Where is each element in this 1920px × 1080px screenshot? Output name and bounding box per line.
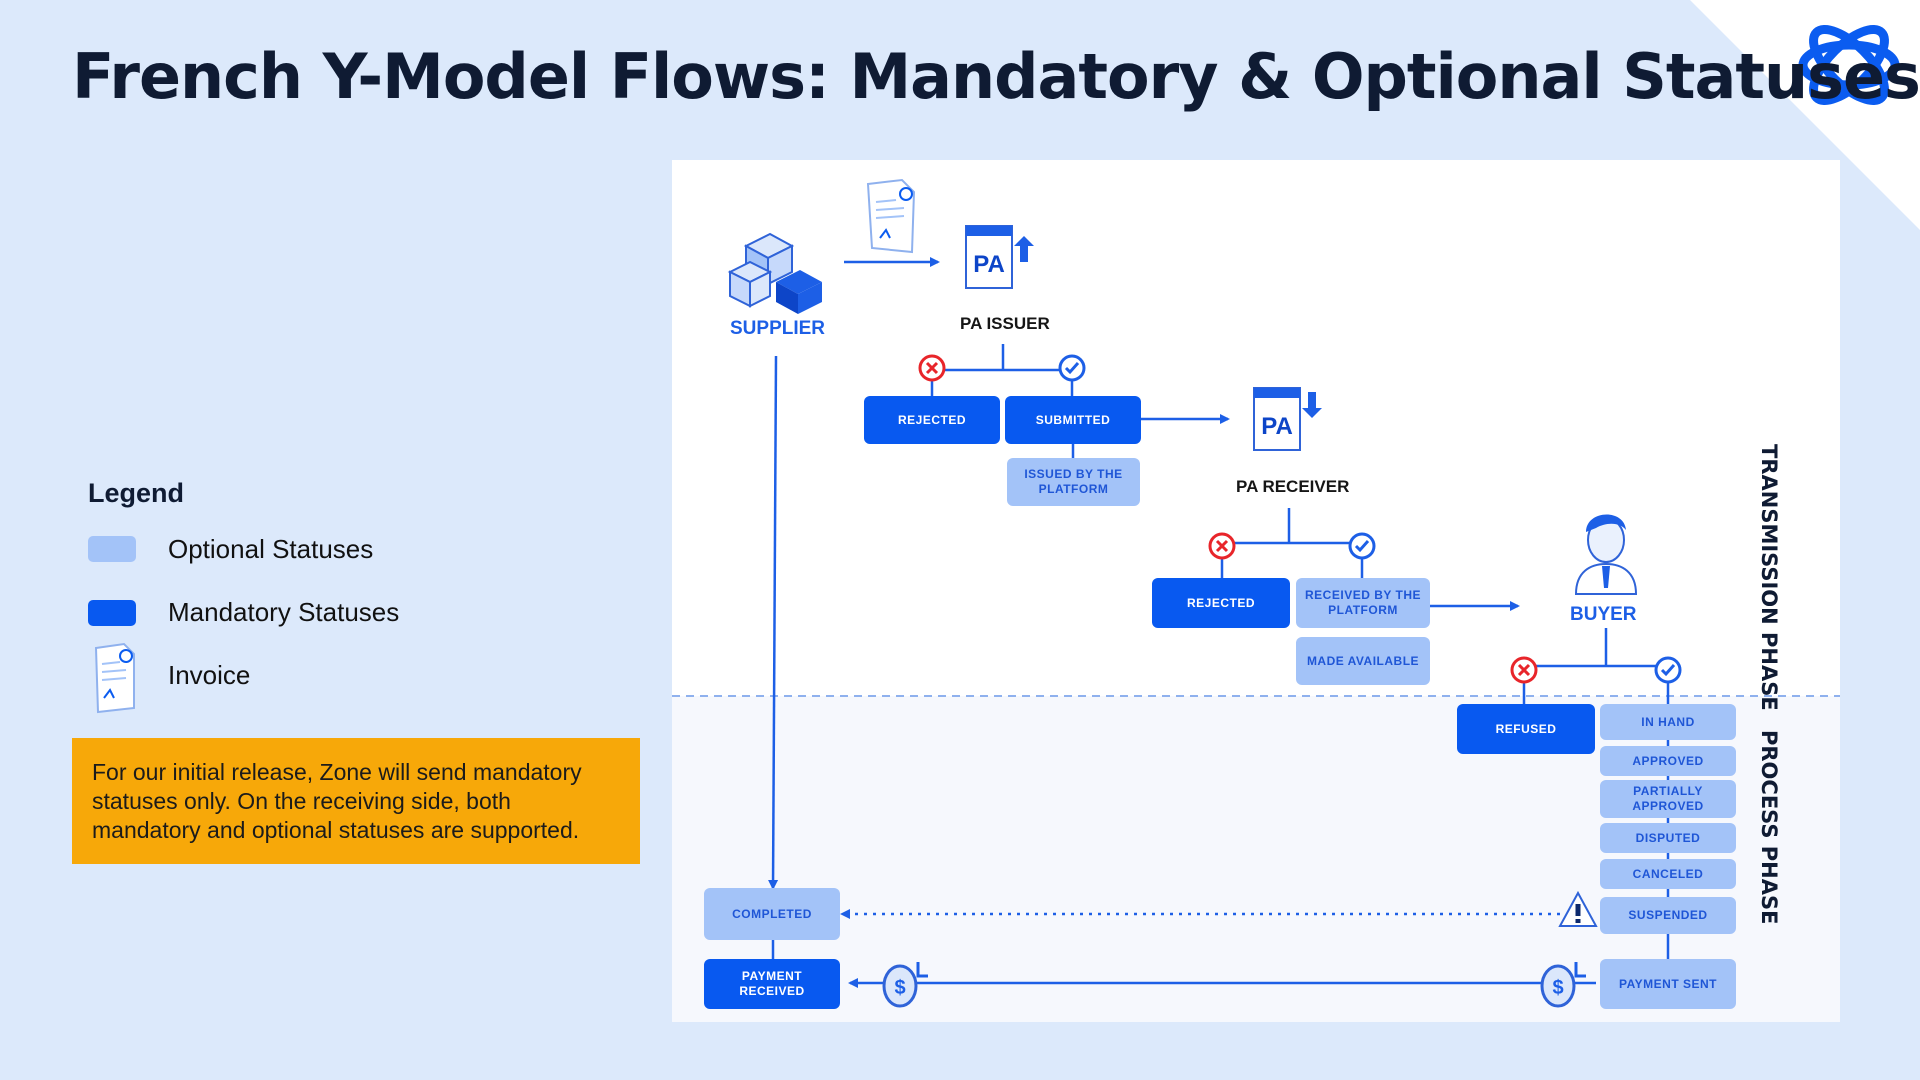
legend-title: Legend [88,478,185,508]
status-approved: APPROVED [1600,746,1736,776]
page-title: French Y-Model Flows: Mandatory & Option… [72,40,1920,113]
status-payment-received: PAYMENT RECEIVED [704,959,840,1009]
reject-x-icon [918,354,946,382]
status-partially-approved: PARTIALLY APPROVED [1600,780,1736,818]
invoice-transit-icon [866,178,916,254]
legend-optional-label: Optional Statuses [168,534,374,564]
pa-receiver-label: PA RECEIVER [1236,477,1350,496]
pa-receiver-icon: PA [1253,387,1322,451]
dollar-coin-icon: $ [882,962,928,1008]
optional-swatch [88,536,136,562]
status-made-available: MADE AVAILABLE [1296,637,1430,685]
status-issued-by-platform: ISSUED BY THE PLATFORM [1007,458,1140,506]
status-in-hand: IN HAND [1600,704,1736,740]
reject-x-icon [1208,532,1236,560]
pa-issuer-label: PA ISSUER [960,314,1050,333]
dollar-coin-icon: $ [1540,962,1586,1008]
status-suspended: SUSPENDED [1600,897,1736,934]
supplier-boxes-icon [727,232,822,314]
legend-invoice-label: Invoice [168,660,251,690]
status-issuer-rejected: REJECTED [864,396,1000,444]
reject-x-icon [1510,656,1538,684]
approve-check-icon [1654,656,1682,684]
status-disputed: DISPUTED [1600,823,1736,853]
warning-icon [1558,890,1598,927]
legend-mandatory-label: Mandatory Statuses [168,597,400,627]
brand-logo-icon [1798,25,1900,105]
status-refused: REFUSED [1457,704,1595,754]
status-completed: COMPLETED [704,888,840,940]
buyer-person-icon [1574,514,1638,595]
process-phase-label: PROCESS PHASE [1757,730,1781,925]
status-received-by-platform: RECEIVED BY THE PLATFORM [1296,578,1430,628]
status-canceled: CANCELED [1600,859,1736,889]
pa-issuer-badge: PA [973,251,1005,278]
pa-receiver-badge: PA [1261,413,1293,440]
approve-check-icon [1058,354,1086,382]
status-receiver-rejected: REJECTED [1152,578,1290,628]
pa-issuer-icon: PA [965,225,1034,289]
transmission-phase-label: TRANSMISSION PHASE [1757,444,1781,711]
corner-decoration [1690,0,1920,230]
svg-text:$: $ [1552,977,1563,999]
invoice-icon [94,642,135,714]
release-note: For our initial release, Zone will send … [72,738,640,864]
status-payment-sent: PAYMENT SENT [1600,959,1736,1009]
svg-text:$: $ [894,977,905,999]
supplier-label: SUPPLIER [730,318,826,339]
status-submitted: SUBMITTED [1005,396,1141,444]
buyer-label: BUYER [1570,604,1637,625]
approve-check-icon [1348,532,1376,560]
mandatory-swatch [88,600,136,626]
